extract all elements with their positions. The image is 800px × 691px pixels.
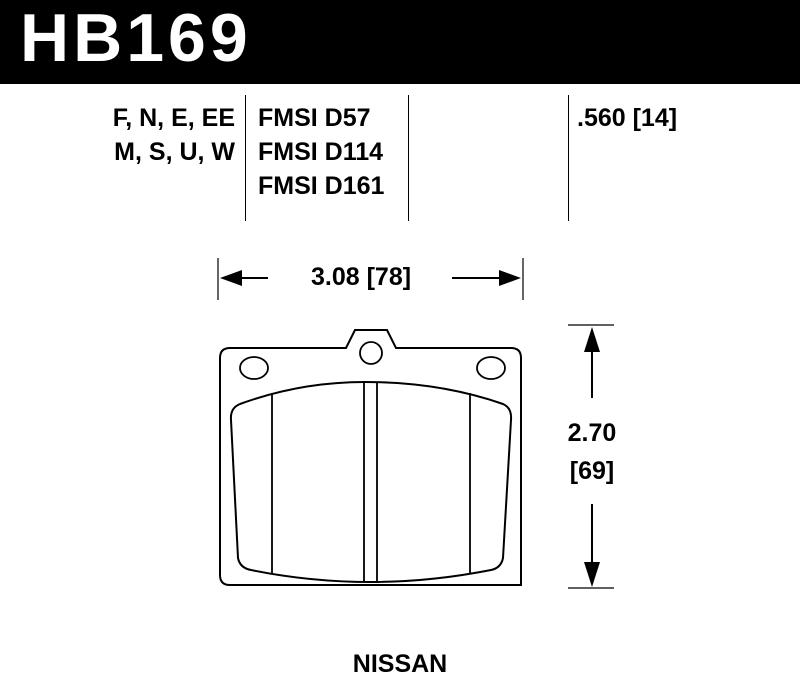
- fmsi-item: FMSI D114: [258, 138, 384, 166]
- part-number: HB169: [20, 0, 252, 76]
- fmsi-list: FMSI D57 FMSI D114 FMSI D161: [258, 101, 384, 203]
- compound-codes: F, N, E, EE M, S, U, W: [107, 101, 235, 169]
- header-bar: HB169: [0, 0, 800, 84]
- fmsi-item: FMSI D57: [258, 104, 371, 132]
- width-arrowhead-right: [499, 270, 521, 286]
- height-arrowhead-top: [584, 327, 600, 352]
- vehicle-make: NISSAN: [352, 650, 448, 678]
- height-dimension-label: 2.70 [69]: [560, 414, 624, 490]
- height-inches: 2.70: [567, 419, 617, 447]
- compound-codes-line-2: M, S, U, W: [114, 138, 235, 166]
- mounting-hole-left: [239, 356, 269, 380]
- compound-codes-line-1: F, N, E, EE: [112, 104, 235, 132]
- width-arrowhead-left: [220, 270, 242, 286]
- height-arrowhead-bottom: [584, 562, 600, 587]
- width-dimension-label: 3.08 [78]: [311, 263, 412, 291]
- mounting-hole-right: [476, 356, 506, 380]
- divider-1: [245, 95, 246, 221]
- thickness-spec: .560 [14]: [577, 104, 678, 132]
- mounting-hole-center: [359, 341, 383, 365]
- height-mm: [69]: [569, 457, 615, 485]
- backing-plate-outline: [219, 329, 522, 586]
- fmsi-item: FMSI D161: [258, 172, 385, 200]
- divider-3: [568, 95, 569, 221]
- friction-material-outline: [229, 380, 513, 584]
- divider-2: [408, 95, 409, 221]
